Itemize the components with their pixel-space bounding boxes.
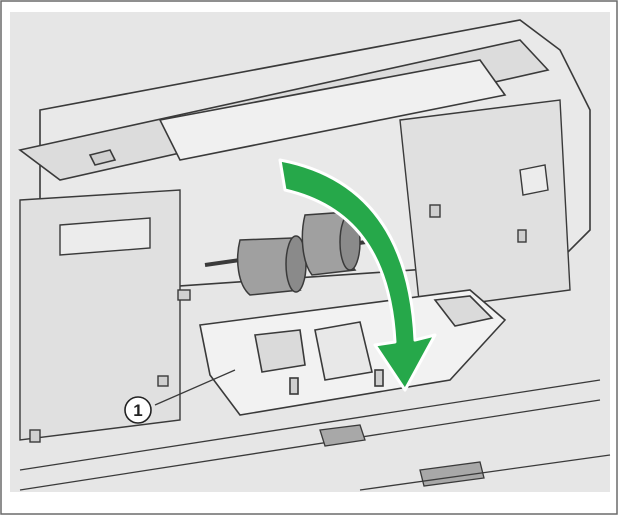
inner-right-wall — [399, 99, 571, 311]
roller-cover — [199, 289, 507, 416]
feed-area — [19, 379, 611, 491]
callout-1: 1 — [124, 396, 152, 424]
curved-arrow-down-icon — [278, 158, 437, 392]
inner-left-wall — [19, 189, 191, 443]
circled-number-icon — [124, 396, 152, 424]
callout-leader-line — [154, 369, 236, 406]
callout-label: 1 — [133, 401, 142, 420]
roller-assembly — [204, 211, 381, 296]
